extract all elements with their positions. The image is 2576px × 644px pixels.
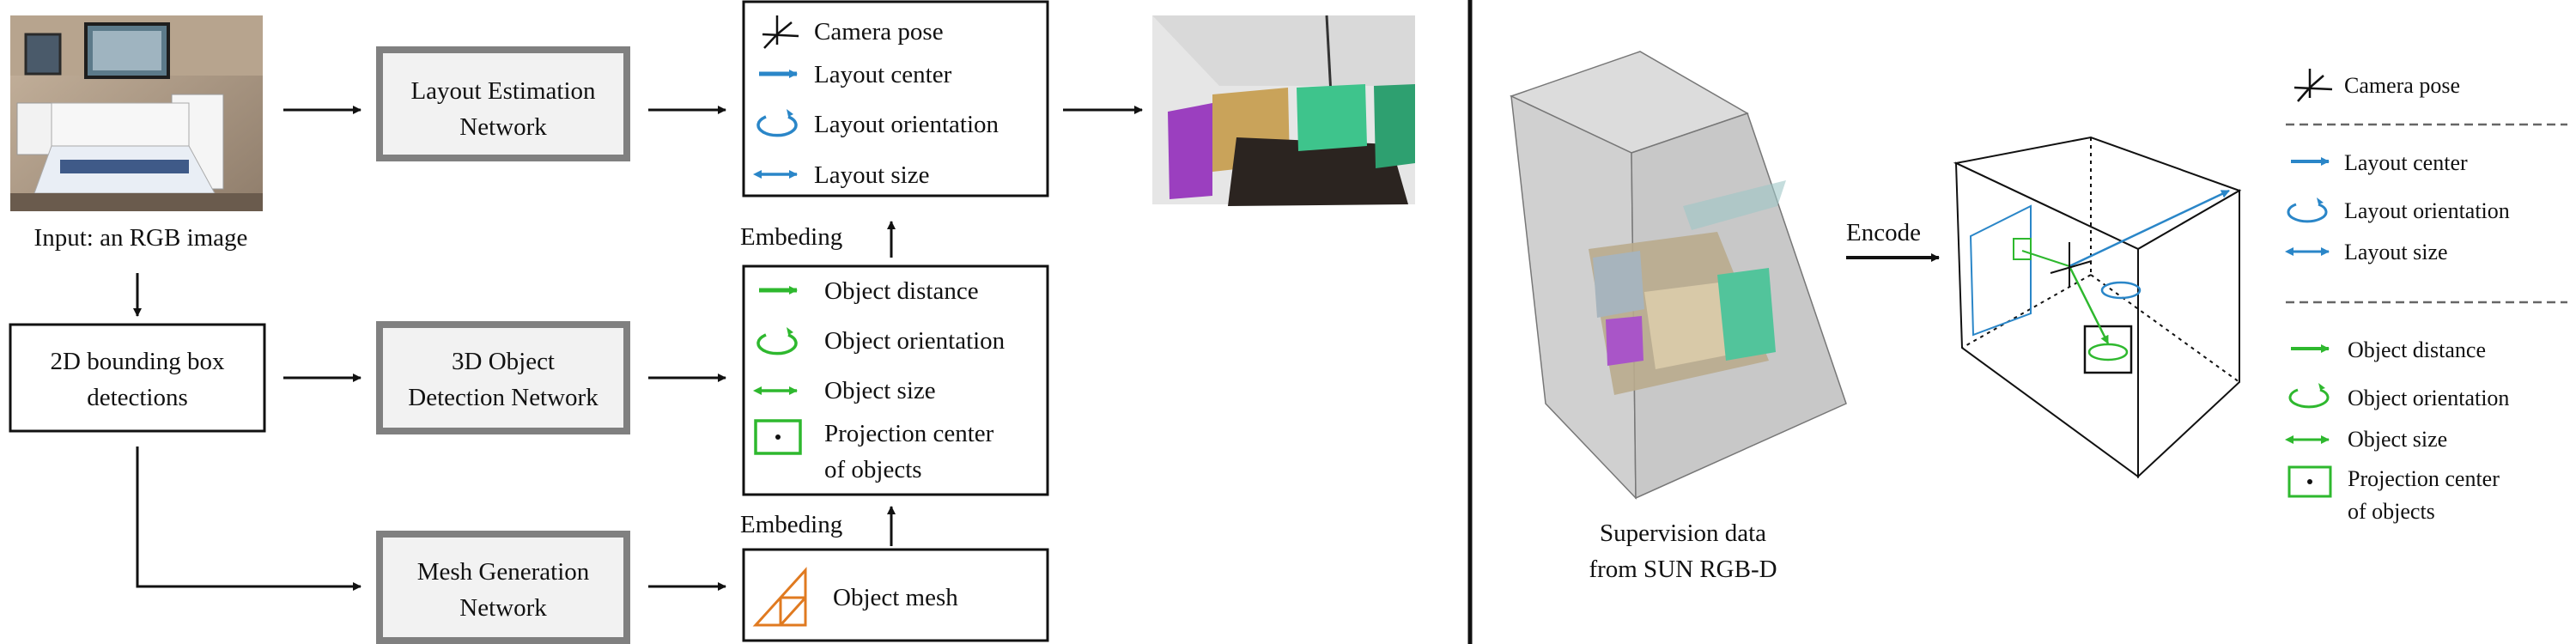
supervision-label-2: from SUN RGB-D — [1589, 556, 1777, 583]
projection-plane — [1969, 204, 2032, 337]
legend-camera-axes-icon — [2293, 69, 2333, 102]
legend-object-orientation-icon — [2288, 388, 2330, 409]
encoded-layout-cube — [1953, 136, 2242, 479]
layout-output-3: Layout size — [814, 161, 929, 189]
legend-object-3: Projection center — [2348, 466, 2500, 491]
legend-layout-1: Layout center — [2344, 150, 2468, 175]
input-rgb-image — [10, 15, 263, 211]
embed-label-1: Embeding — [740, 223, 842, 251]
reconstruction-result-image — [1152, 15, 1415, 206]
bbox-line-2: detections — [87, 384, 188, 411]
mesh-net-line-1: Mesh Generation — [417, 558, 590, 586]
object-output-1: Object orientation — [824, 327, 1005, 355]
layout-net-line-2: Network — [459, 113, 547, 141]
object-output-2: Object size — [824, 377, 936, 404]
camera-axes-icon — [762, 15, 799, 49]
layout-output-0: Camera pose — [814, 18, 944, 46]
input-label: Input: an RGB image — [34, 224, 248, 252]
legend-object-1: Object orientation — [2348, 386, 2509, 410]
legend-object-0: Object distance — [2348, 337, 2486, 362]
mesh-net-line-2: Network — [459, 594, 547, 622]
object-output-0: Object distance — [824, 277, 979, 305]
legend-layout-2: Layout orientation — [2344, 198, 2510, 223]
object-output-3: Projection center — [824, 420, 994, 447]
layout-net-line-1: Layout Estimation — [410, 77, 596, 105]
mesh-generation-network: Mesh Generation Network — [376, 531, 630, 644]
object-output-4: of objects — [824, 456, 922, 483]
circular-arrow-icon — [756, 115, 798, 137]
encode-label: Encode — [1846, 219, 1921, 246]
bbox-detections-box: 2D bounding box detections — [9, 323, 266, 433]
object-detection-network: 3D Object Detection Network — [376, 321, 630, 434]
legend-projection-box-icon — [2287, 465, 2332, 498]
triangle-mesh-icon — [752, 567, 807, 627]
object-orientation-icon — [756, 333, 798, 355]
legend-orientation-icon — [2287, 203, 2328, 223]
embed-label-2: Embeding — [740, 511, 842, 538]
layout-outputs-box: Camera pose Layout center Layout orienta… — [742, 0, 1049, 197]
layout-output-2: Layout orientation — [814, 111, 999, 138]
legend-layout-0: Camera pose — [2344, 73, 2460, 98]
object-outputs-box: Object distance Object orientation Objec… — [742, 264, 1049, 496]
arrow-bbox-to-mesh-net — [136, 447, 361, 591]
legend-object-2: Object size — [2348, 427, 2447, 452]
detect-net-line-1: 3D Object — [452, 348, 555, 375]
projection-box-icon — [754, 419, 802, 455]
right-legend: Camera pose Layout center Layout orienta… — [2285, 69, 2567, 524]
legend-object-4: of objects — [2348, 499, 2435, 524]
mesh-output-box: Object mesh — [742, 548, 1049, 642]
legend-layout-3: Layout size — [2344, 240, 2448, 264]
supervision-cube — [1510, 51, 1847, 500]
layout-output-1: Layout center — [814, 61, 952, 88]
layout-estimation-network: Layout Estimation Network — [376, 46, 630, 161]
supervision-label-1: Supervision data — [1600, 519, 1766, 547]
bbox-line-1: 2D bounding box — [51, 348, 226, 375]
mesh-output-label: Object mesh — [833, 584, 958, 611]
detect-net-line-2: Detection Network — [408, 384, 598, 411]
